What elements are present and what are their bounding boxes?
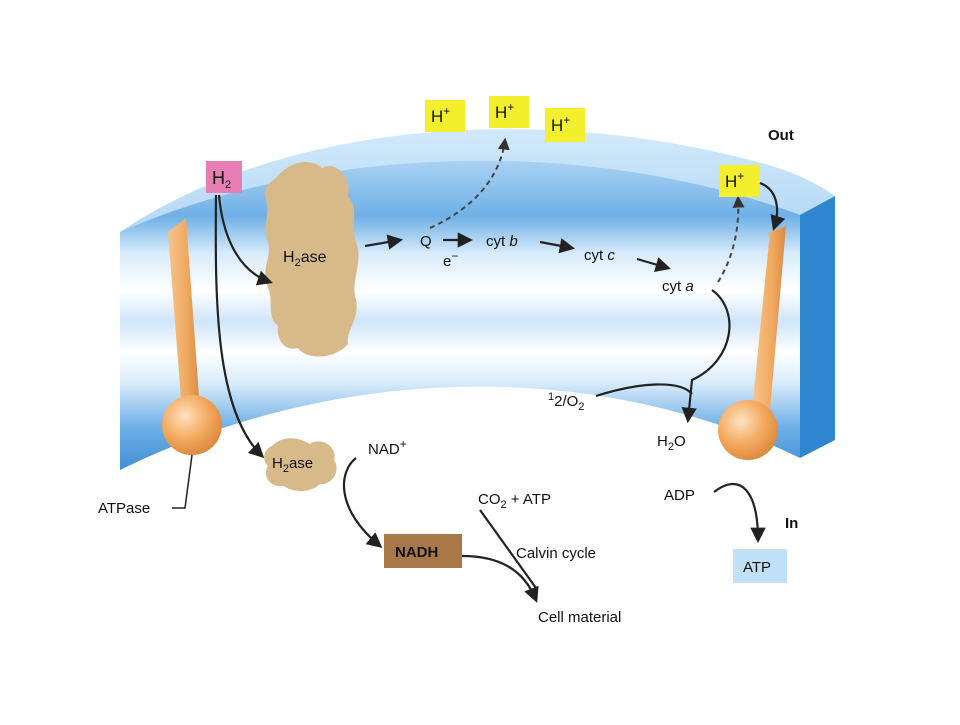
atpase-left-stalk (168, 218, 200, 412)
arrow-cytb-to-cytc (539, 238, 576, 254)
label-out: Out (768, 127, 794, 144)
svg-text:ATP: ATP (743, 559, 771, 576)
svg-text:H2: H2 (212, 168, 231, 191)
atpase-right-head (718, 400, 778, 460)
arrow-oxygen-merge (595, 383, 693, 398)
arrow-hydrogenase-to-q (364, 234, 404, 250)
label-cell-material: Cell material (538, 609, 621, 626)
label-hydrogenase-soluble: H2ase (272, 455, 313, 475)
label-atpase: ATPase (98, 500, 150, 517)
label-cyt-b: cyt b (486, 233, 518, 250)
arrow-proton-into-atpase (759, 181, 786, 231)
arrow-adp-to-atp (713, 482, 766, 544)
arrow-h2-to-membrane-hydrogenase (217, 194, 273, 286)
atpase-left (162, 218, 222, 455)
arrow-nad-to-nadh (343, 457, 383, 548)
arrows (214, 181, 786, 603)
svg-text:H+: H+ (431, 104, 450, 126)
calvin-cycle-line (479, 509, 537, 589)
svg-text:H+: H+ (725, 169, 744, 191)
proton-box-4: H+ (719, 165, 759, 197)
arrow-nadh-to-cell-material (461, 554, 539, 603)
label-electron: e− (443, 249, 458, 270)
proton-box-1: H+ (425, 100, 465, 132)
proton-box-2: H+ (489, 96, 529, 128)
label-q: Q (420, 233, 432, 250)
atpase-left-head (162, 395, 222, 455)
label-water: H2O (657, 433, 686, 453)
label-nad-plus: NAD+ (368, 437, 407, 458)
membrane-band (120, 160, 800, 471)
hydrogenase-soluble-shape (264, 438, 337, 491)
membrane-side-face (800, 196, 835, 458)
label-half-oxygen: 12/O2 (548, 391, 584, 413)
arrow-cyta-to-water (681, 289, 731, 424)
atpase-right-stalk (752, 226, 786, 410)
hydrogenase-membrane-shape (264, 162, 359, 357)
proton-box-3: H+ (545, 108, 585, 142)
svg-text:H+: H+ (495, 100, 514, 122)
atpase-right (718, 226, 786, 460)
label-cyt-c: cyt c (584, 247, 615, 264)
label-co2-atp: CO2 + ATP (478, 491, 551, 511)
atpase-leader-line (172, 454, 193, 509)
arrow-cytc-to-cyta (636, 257, 671, 272)
nadh-box: NADH (384, 534, 462, 568)
h2-box: H2 (206, 161, 242, 193)
label-adp: ADP (664, 487, 695, 504)
svg-text:H+: H+ (551, 113, 570, 135)
atp-box: ATP (733, 549, 787, 583)
label-cyt-a: cyt a (662, 278, 694, 295)
membrane-top-face (120, 129, 835, 262)
label-calvin-cycle: Calvin cycle (516, 545, 596, 562)
arrow-h2-to-soluble-hydrogenase (214, 194, 265, 459)
svg-text:NADH: NADH (395, 544, 438, 561)
label-in: In (785, 515, 798, 532)
label-hydrogenase-membrane: H2ase (283, 249, 327, 269)
